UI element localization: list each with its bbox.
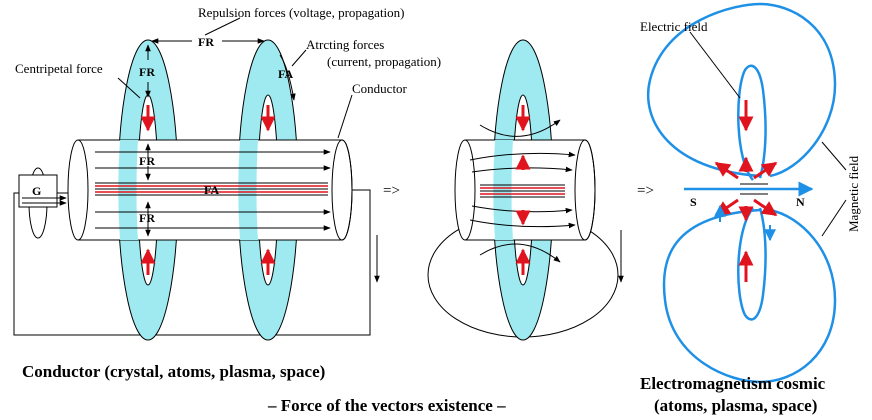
central-current-bundle: [95, 182, 328, 196]
fr-mid2-label: FR: [139, 211, 155, 225]
caption-right-2: (atoms, plasma, space): [654, 396, 817, 415]
spreading-lines: [469, 119, 576, 263]
center-panel: [427, 39, 624, 341]
atrcting-label-1: Atrcting forces: [306, 37, 384, 52]
arrow-operator-2: =>: [637, 183, 654, 199]
magnetic-lobe-top: [646, 2, 837, 178]
magnetic-field-label: Magnetic field: [846, 155, 861, 232]
left-panel: Repulsion forces (voltage, propagation) …: [13, 5, 441, 381]
conductor-label: Conductor: [352, 81, 408, 96]
generator-label: G: [32, 184, 41, 198]
fa-ring-label: FA: [278, 67, 293, 81]
arrow-operator-1: =>: [383, 183, 400, 199]
centripetal-arrows: [140, 105, 276, 275]
magnetic-lobe-bottom: [662, 208, 837, 384]
electric-loop-top: [737, 64, 767, 181]
atrcting-label-2: (current, propagation): [327, 54, 441, 69]
caption-center: – Force of the vectors existence –: [267, 396, 506, 415]
right-panel: Electric field Magnetic field S N Electr…: [640, 2, 861, 415]
north-label: N: [796, 195, 805, 209]
fa-center-label: FA: [204, 183, 219, 197]
generator-box: [18, 174, 58, 208]
fr-top-label: FR: [198, 35, 214, 49]
caption-left: Conductor (crystal, atoms, plasma, space…: [22, 362, 325, 381]
electric-loop-bottom: [737, 207, 767, 321]
south-label: S: [690, 195, 697, 209]
caption-right-1: Electromagnetism cosmic: [640, 374, 826, 393]
centripetal-label: Centripetal force: [15, 61, 103, 76]
electric-field-label: Electric field: [640, 19, 708, 34]
fr-ring-label: FR: [139, 65, 155, 79]
repulsion-label: Repulsion forces (voltage, propagation): [198, 5, 405, 20]
current-lines: [95, 149, 331, 231]
fr-mid1-label: FR: [139, 154, 155, 168]
vector-arrows: [714, 100, 778, 282]
